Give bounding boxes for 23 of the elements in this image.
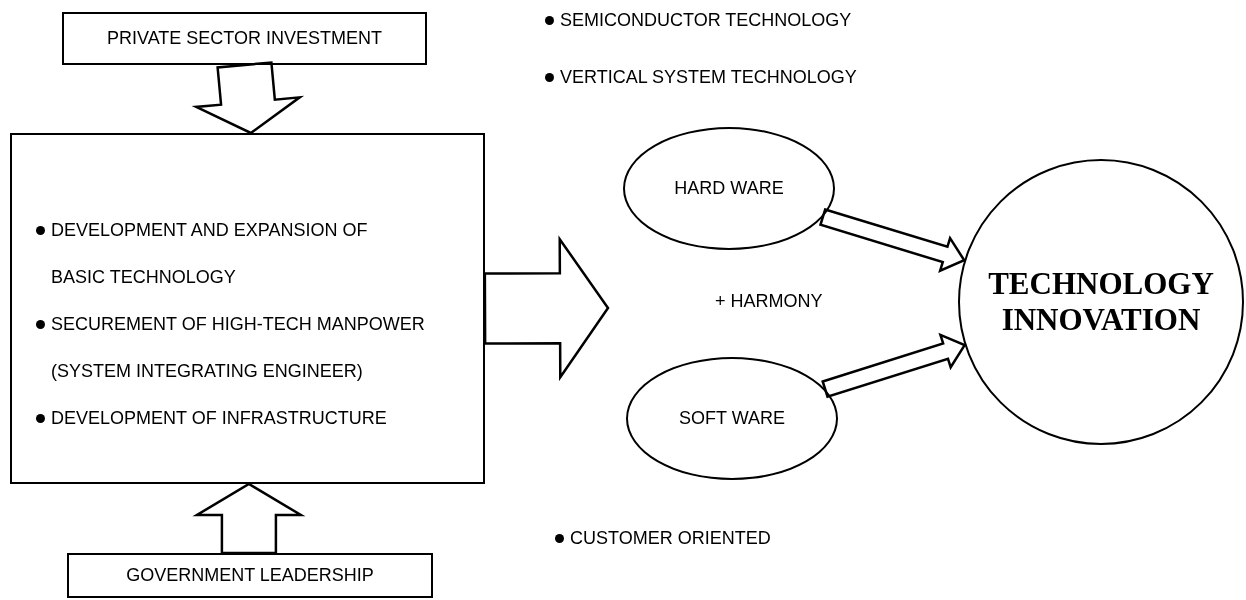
block-arrow <box>818 207 967 273</box>
oval <box>623 127 835 250</box>
node-label: GOVERNMENT LEADERSHIP <box>126 565 374 586</box>
oval <box>626 357 838 480</box>
annotation-text: SEMICONDUCTOR TECHNOLOGY <box>560 10 852 31</box>
circle <box>958 159 1244 445</box>
bullet-text: SECUREMENT OF HIGH-TECH MANPOWER (SYSTEM INTEGRATING ENGINEER) <box>51 313 426 383</box>
bullet-text: DEVELOPMENT OF INFRASTRUCTURE <box>51 407 387 430</box>
content-box <box>10 133 485 484</box>
block-arrow <box>821 332 967 399</box>
annotation-text: VERTICAL SYSTEM TECHNOLOGY <box>560 67 857 88</box>
text-box <box>67 553 433 598</box>
bullet-text: DEVELOPMENT AND EXPANSION OF BASIC TECHNOLOGY <box>51 219 369 289</box>
node-label: SOFT WARE <box>679 408 785 429</box>
block-arrow <box>192 482 306 555</box>
node-label: PRIVATE SECTOR INVESTMENT <box>106 28 382 49</box>
annotation-text: + HARMONY <box>715 291 823 312</box>
text-box <box>62 12 427 65</box>
block-arrow <box>191 61 305 135</box>
annotation-text: CUSTOMER ORIENTED <box>570 528 771 549</box>
block-arrow <box>483 235 610 382</box>
node-label: TECHNOLOGY INNOVATION <box>987 266 1215 338</box>
node-label: HARD WARE <box>674 178 784 199</box>
